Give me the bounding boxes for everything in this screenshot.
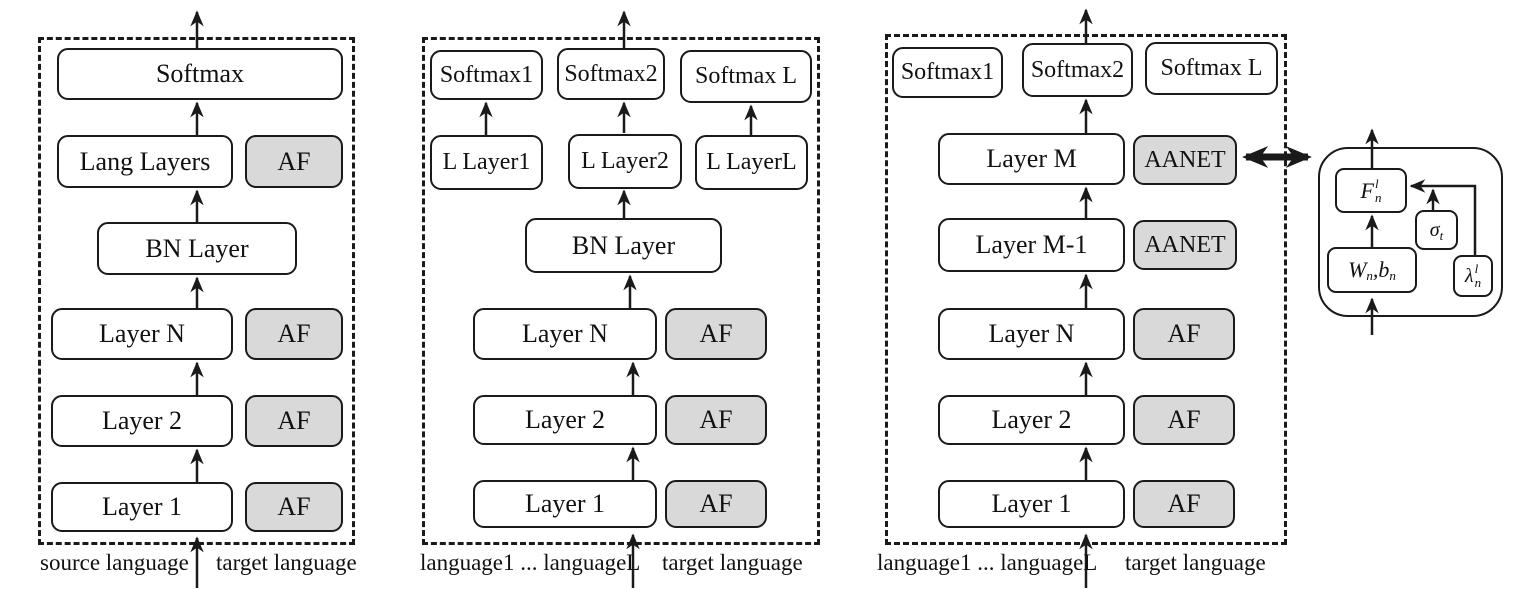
softmax2-box: Softmax2 xyxy=(557,48,665,100)
af-box: AF xyxy=(1133,395,1235,445)
aanet-box: AANET xyxy=(1133,135,1237,185)
lambda-symbol: λ xyxy=(1464,264,1474,287)
target-language-label: target language xyxy=(1125,550,1266,575)
layer-1-box: Layer 1 xyxy=(51,482,233,532)
af-box: AF xyxy=(1133,308,1235,360)
sigma-symbol: σ xyxy=(1429,218,1440,241)
softmax2-box: Softmax2 xyxy=(1022,43,1133,97)
softmax-box: Softmax xyxy=(57,48,343,100)
panel-middle-arrows xyxy=(479,10,758,588)
aanet-detail-arrows xyxy=(1365,128,1477,335)
layer-m-1-box: Layer M-1 xyxy=(938,218,1125,272)
source-language-label: source language xyxy=(40,550,189,575)
layer-n-box: Layer N xyxy=(473,308,657,360)
lang-layers-box: Lang Layers xyxy=(57,135,233,188)
layer-n-box: Layer N xyxy=(938,308,1125,360)
panel-middle xyxy=(422,37,820,545)
l-layer1-box: L Layer1 xyxy=(430,135,543,190)
af-box: AF xyxy=(245,395,343,447)
sigma-subscript: t xyxy=(1439,228,1444,243)
l-layer2-box: L Layer2 xyxy=(568,134,682,189)
layer-1-box: Layer 1 xyxy=(473,480,657,528)
layer-m-box: Layer M xyxy=(938,133,1125,185)
softmax-l-box: Softmax L xyxy=(1145,42,1278,95)
softmax1-box: Softmax1 xyxy=(430,50,543,100)
af-box: AF xyxy=(665,308,767,360)
target-language-label: target language xyxy=(662,550,803,575)
af-box: AF xyxy=(245,308,343,360)
softmax1-box: Softmax1 xyxy=(892,47,1003,98)
f-symbol: F xyxy=(1360,177,1374,203)
aanet-box: AANET xyxy=(1133,220,1237,270)
af-box: AF xyxy=(245,135,343,188)
af-box: AF xyxy=(665,395,767,445)
target-language-label: target language xyxy=(216,550,357,575)
af-box: AF xyxy=(1133,480,1235,528)
softmax-l-box: Softmax L xyxy=(680,50,812,103)
layer-2-box: Layer 2 xyxy=(473,395,657,445)
languages-label: language1 ... languageL xyxy=(420,550,641,575)
bn-layer-box: BN Layer xyxy=(525,218,722,273)
languages-label: language1 ... languageL xyxy=(877,550,1098,575)
af-box: AF xyxy=(665,480,767,528)
layer-2-box: Layer 2 xyxy=(938,395,1125,445)
layer-2-box: Layer 2 xyxy=(51,395,233,447)
af-box: AF xyxy=(245,482,343,532)
layer-1-box: Layer 1 xyxy=(938,480,1125,528)
layer-n-box: Layer N xyxy=(51,308,233,360)
bn-layer-box: BN Layer xyxy=(97,222,297,275)
l-layerl-box: L LayerL xyxy=(695,135,808,190)
aanet-detail-container xyxy=(1318,147,1503,317)
